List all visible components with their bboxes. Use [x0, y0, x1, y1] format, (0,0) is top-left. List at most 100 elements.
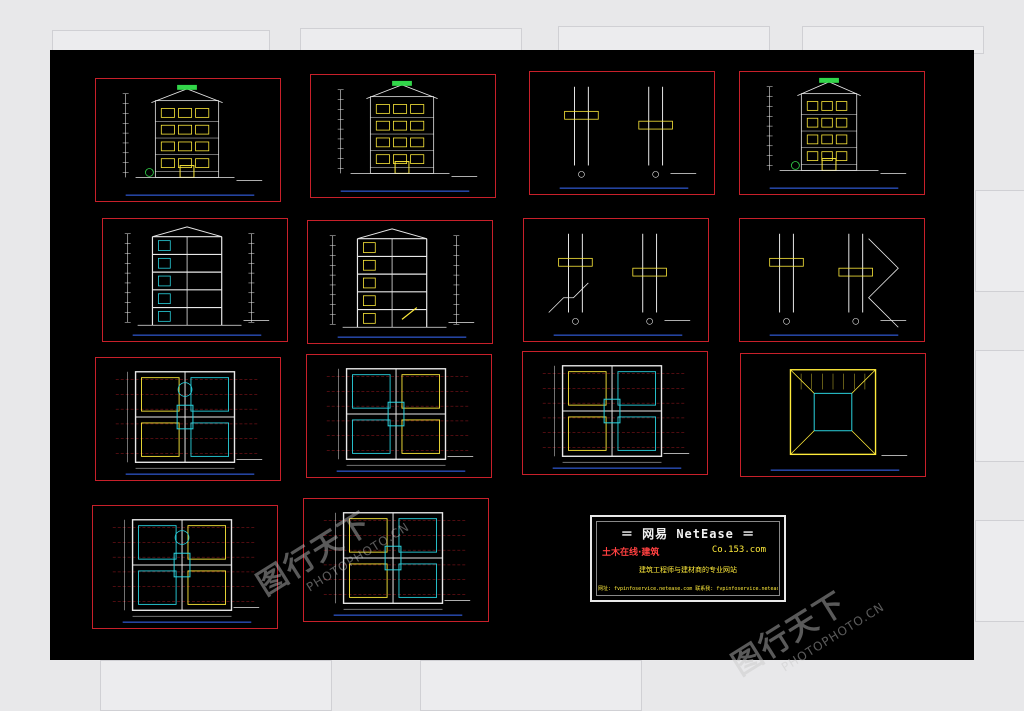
title-block-subtitle: 土木在线·建筑: [602, 548, 660, 558]
sheet-eave-details[interactable]: [739, 218, 925, 342]
window: [178, 124, 193, 135]
roof-line: [357, 228, 427, 240]
room-fixture: [349, 563, 388, 598]
title-block-links: 网址: fvpinfoservice.netease.com 联系我: fvpi…: [598, 586, 778, 592]
room-fixture: [138, 570, 177, 605]
room-fixture: [398, 563, 438, 598]
detail-callout: [572, 318, 579, 325]
opening: [158, 293, 171, 305]
window: [195, 141, 210, 152]
opening: [158, 311, 171, 322]
window: [375, 154, 390, 164]
tree-symbol: [145, 168, 154, 177]
detail-callout: [852, 318, 860, 325]
sheet-ground-floor-plan[interactable]: [95, 357, 281, 481]
stair-core: [173, 552, 191, 578]
room-fixture: [352, 374, 391, 409]
room-fixture: [568, 371, 607, 406]
detail-slab: [558, 257, 593, 267]
sheet-drawing: [559, 86, 697, 189]
window: [178, 158, 193, 168]
stair-flight: [401, 307, 418, 320]
hip-line: [790, 369, 815, 394]
background-sheet: [975, 350, 1024, 462]
stair-core: [384, 545, 402, 571]
window: [806, 151, 819, 161]
sheet-drawing: [323, 512, 471, 616]
sheet-wall-sections[interactable]: [529, 71, 715, 195]
background-sheet: [802, 26, 984, 54]
background-sheet: [975, 520, 1024, 622]
detail-callout: [578, 171, 585, 178]
detail-slab: [564, 110, 599, 120]
window: [410, 104, 425, 114]
window: [195, 124, 210, 135]
stair-profile: [548, 282, 589, 313]
room-fixture: [187, 570, 227, 605]
sheet-drawing: [122, 84, 263, 196]
roof-terrace: [813, 392, 853, 432]
window: [821, 134, 833, 145]
window: [393, 104, 408, 114]
title-block-border: [596, 521, 780, 596]
window: [821, 101, 833, 111]
tree-symbol: [791, 161, 800, 170]
detail-slab: [838, 267, 873, 277]
window: [375, 104, 390, 114]
title-block[interactable]: ＝ 网易 NetEase ＝ 土木在线·建筑 Co.153.com 建筑工程师与…: [590, 515, 786, 602]
room-fixture: [398, 518, 438, 553]
roof-line: [152, 226, 222, 238]
window: [178, 108, 193, 118]
sheet-drawing: [115, 371, 263, 475]
stair-profile: [868, 238, 899, 328]
hip-line: [851, 369, 876, 394]
roof-ornament: [177, 84, 197, 90]
opening: [158, 275, 171, 287]
furniture-symbol: [177, 382, 193, 397]
roof-ornament: [392, 80, 412, 86]
room-fixture: [349, 518, 388, 553]
room-fixture: [352, 419, 391, 454]
hip-line: [851, 430, 876, 455]
sheet-side-elevation[interactable]: [739, 71, 925, 195]
sheet-basement-plan[interactable]: [92, 505, 278, 629]
sheet-drawing: [326, 368, 474, 472]
sheet-drawing: [769, 233, 907, 336]
stair-core: [603, 398, 621, 424]
room-fixture: [141, 377, 180, 412]
drawing-canvas[interactable]: ＝ 网易 NetEase ＝ 土木在线·建筑 Co.153.com 建筑工程师与…: [50, 50, 974, 660]
detail-callout: [783, 318, 790, 325]
sheet-second-floor-plan[interactable]: [306, 354, 492, 478]
sheet-attic-plan[interactable]: [303, 498, 489, 622]
room-fixture: [187, 525, 227, 560]
window: [410, 154, 425, 164]
room-fixture: [401, 374, 441, 409]
sheet-south-elevation[interactable]: [95, 78, 281, 202]
window: [821, 151, 833, 161]
furniture-symbol: [174, 530, 190, 545]
opening: [363, 242, 376, 253]
detail-slab: [638, 120, 673, 130]
detail-slab: [632, 267, 667, 277]
window: [806, 117, 819, 128]
sheet-north-elevation[interactable]: [310, 74, 496, 198]
sheet-roof-plan[interactable]: [740, 353, 926, 477]
hip-line: [790, 430, 815, 455]
opening: [363, 295, 376, 307]
sheet-third-floor-plan[interactable]: [522, 351, 708, 475]
opening: [363, 259, 376, 271]
sheet-section-2-2[interactable]: [307, 220, 493, 344]
opening: [363, 277, 376, 289]
window: [178, 141, 193, 152]
stair-core: [176, 404, 194, 430]
title-block-title: ＝ 网易 NetEase ＝: [620, 527, 756, 541]
window: [393, 154, 408, 164]
sheet-stair-details[interactable]: [523, 218, 709, 342]
sheet-section-1-1[interactable]: [102, 218, 288, 342]
window: [195, 108, 210, 118]
window: [195, 158, 210, 168]
window: [821, 117, 833, 128]
room-fixture: [141, 422, 180, 457]
window: [393, 137, 408, 148]
detail-callout: [652, 171, 659, 178]
